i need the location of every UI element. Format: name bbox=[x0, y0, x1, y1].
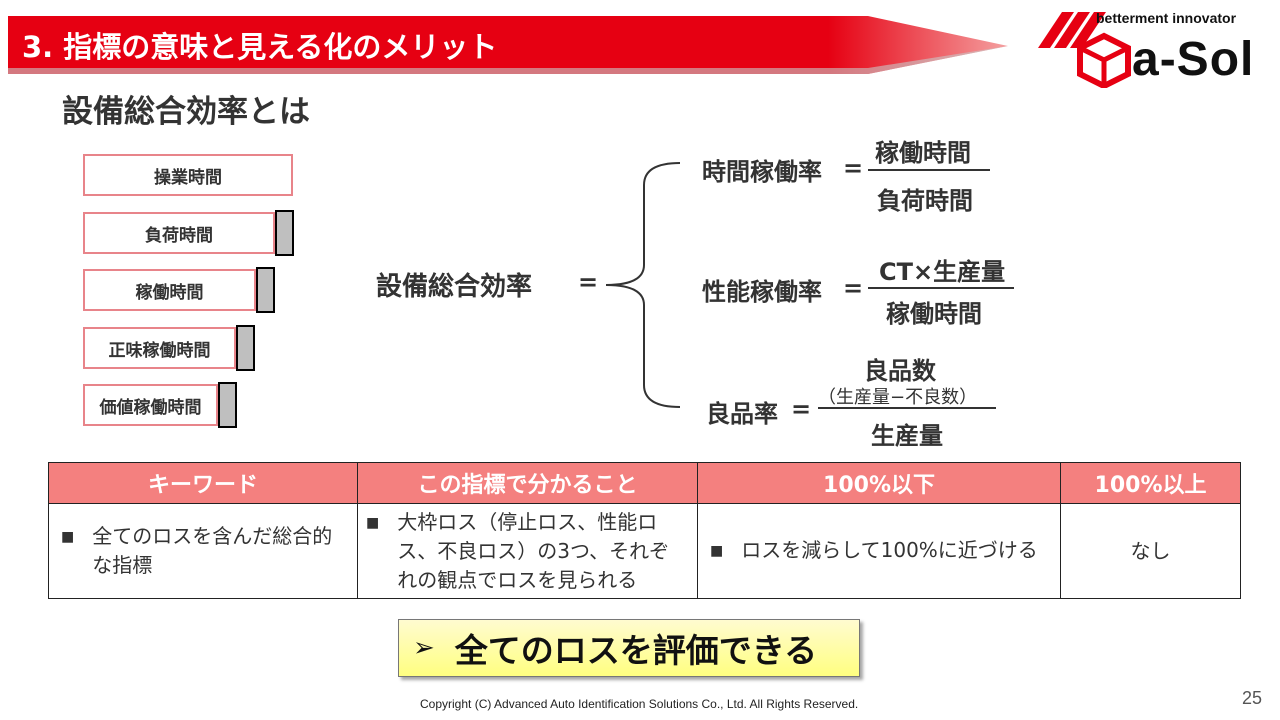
fraction-line bbox=[818, 407, 996, 409]
logo-tagline: betterment innovator bbox=[1096, 10, 1237, 26]
banner-shape bbox=[8, 16, 1008, 74]
logo-cube-icon bbox=[1038, 12, 1131, 88]
loss-block bbox=[275, 210, 294, 256]
performance-denominator: 稼働時間 bbox=[886, 300, 982, 328]
callout-text: 全てのロスを評価できる bbox=[454, 631, 818, 670]
header-meaning: この指標で分かること bbox=[357, 462, 698, 504]
cell-above-100: なし bbox=[1060, 503, 1241, 599]
page-number: 25 bbox=[1242, 688, 1263, 708]
availability-numerator: 稼働時間 bbox=[875, 139, 971, 167]
fraction-line bbox=[868, 287, 1014, 289]
copyright-text: Copyright (C) Advanced Auto Identificati… bbox=[420, 697, 859, 711]
oee-equals: = bbox=[578, 268, 599, 296]
company-logo: betterment innovator a-Sol bbox=[1032, 8, 1276, 88]
keyword-table: キーワード この指標で分かること 100%以下 100%以上 ■ 全てのロスを含… bbox=[48, 462, 1241, 599]
cell-meaning: ■ 大枠ロス（停止ロス、性能ロス、不良ロス）の3つ、それぞれの観点でロスを見られ… bbox=[357, 503, 698, 599]
quality-denominator: 生産量 bbox=[871, 422, 943, 450]
availability-label: 時間稼働率 bbox=[702, 158, 822, 186]
curly-brace bbox=[605, 162, 680, 408]
header-below-100: 100%以下 bbox=[697, 462, 1061, 504]
above-100-text: なし bbox=[1130, 538, 1171, 563]
bar-value-running-time: 価値稼働時間 bbox=[83, 384, 218, 426]
logo-name: a-Sol bbox=[1132, 33, 1255, 86]
performance-numerator: CT×生産量 bbox=[879, 258, 1006, 286]
page-title: 3. 指標の意味と見える化のメリット bbox=[22, 30, 498, 64]
bar-label: 稼働時間 bbox=[135, 282, 204, 303]
quality-numerator: 良品数 bbox=[864, 357, 936, 385]
performance-equals: = bbox=[843, 274, 864, 302]
bullet-square-icon: ■ bbox=[61, 529, 75, 545]
fraction-line bbox=[868, 169, 990, 171]
bullet-square-icon: ■ bbox=[366, 514, 380, 531]
keyword-text: 全てのロスを含んだ総合的な指標 bbox=[92, 524, 333, 577]
section-subtitle: 設備総合効率とは bbox=[62, 94, 310, 130]
performance-label: 性能稼働率 bbox=[702, 278, 822, 306]
bar-load-time: 負荷時間 bbox=[83, 212, 275, 254]
title-banner: 3. 指標の意味と見える化のメリット bbox=[8, 16, 1008, 74]
availability-denominator: 負荷時間 bbox=[877, 187, 973, 215]
meaning-text: 大枠ロス（停止ロス、性能ロス、不良ロス）の3つ、それぞれの観点でロスを見られる bbox=[397, 509, 670, 592]
below-100-text: ロスを減らして100%に近づける bbox=[741, 538, 1038, 562]
table-header-row: キーワード この指標で分かること 100%以下 100%以上 bbox=[48, 462, 1241, 504]
bar-operation-time: 操業時間 bbox=[83, 154, 293, 196]
arrow-bullet-icon: ➢ bbox=[413, 633, 435, 663]
bar-running-time: 稼働時間 bbox=[83, 269, 256, 311]
loss-block bbox=[236, 325, 255, 371]
quality-label: 良品率 bbox=[706, 400, 778, 428]
loss-block bbox=[256, 267, 275, 313]
quality-equals: = bbox=[791, 395, 812, 423]
header-above-100: 100%以上 bbox=[1060, 462, 1241, 504]
oee-label: 設備総合効率 bbox=[376, 272, 533, 302]
conclusion-callout: ➢ 全てのロスを評価できる bbox=[398, 619, 860, 677]
bullet-square-icon: ■ bbox=[710, 543, 724, 559]
cell-below-100: ■ ロスを減らして100%に近づける bbox=[697, 503, 1061, 599]
bar-label: 価値稼働時間 bbox=[99, 397, 202, 418]
quality-numerator-note: （生産量−不良数） bbox=[818, 387, 978, 408]
bar-net-running-time: 正味稼働時間 bbox=[83, 327, 236, 369]
loss-block bbox=[218, 382, 237, 428]
header-keyword: キーワード bbox=[48, 462, 358, 504]
bar-label: 負荷時間 bbox=[145, 225, 213, 246]
cell-keyword: ■ 全てのロスを含んだ総合的な指標 bbox=[48, 503, 358, 599]
bar-label: 操業時間 bbox=[154, 167, 222, 188]
bar-label: 正味稼働時間 bbox=[108, 340, 211, 361]
table-row: ■ 全てのロスを含んだ総合的な指標 ■ 大枠ロス（停止ロス、性能ロス、不良ロス）… bbox=[48, 503, 1241, 599]
availability-equals: = bbox=[843, 154, 864, 182]
